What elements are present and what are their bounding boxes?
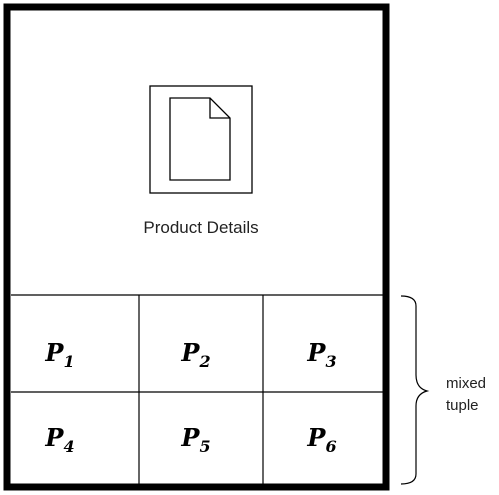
product-details-caption: Product Details	[143, 218, 258, 237]
annotation-line-mixed: mixed	[446, 375, 486, 392]
cell-p1: P1	[44, 338, 74, 371]
annotation-line-tuple: tuple	[446, 397, 479, 414]
product-grid	[11, 294, 383, 484]
curly-brace	[400, 295, 430, 485]
document-icon	[149, 85, 253, 194]
cell-p4: P4	[44, 423, 74, 456]
outer-frame	[3, 3, 390, 491]
cell-p6: P6	[306, 423, 336, 456]
cell-p5: P5	[180, 423, 210, 456]
cell-p2: P2	[180, 338, 210, 371]
cell-p3: P3	[306, 338, 336, 371]
